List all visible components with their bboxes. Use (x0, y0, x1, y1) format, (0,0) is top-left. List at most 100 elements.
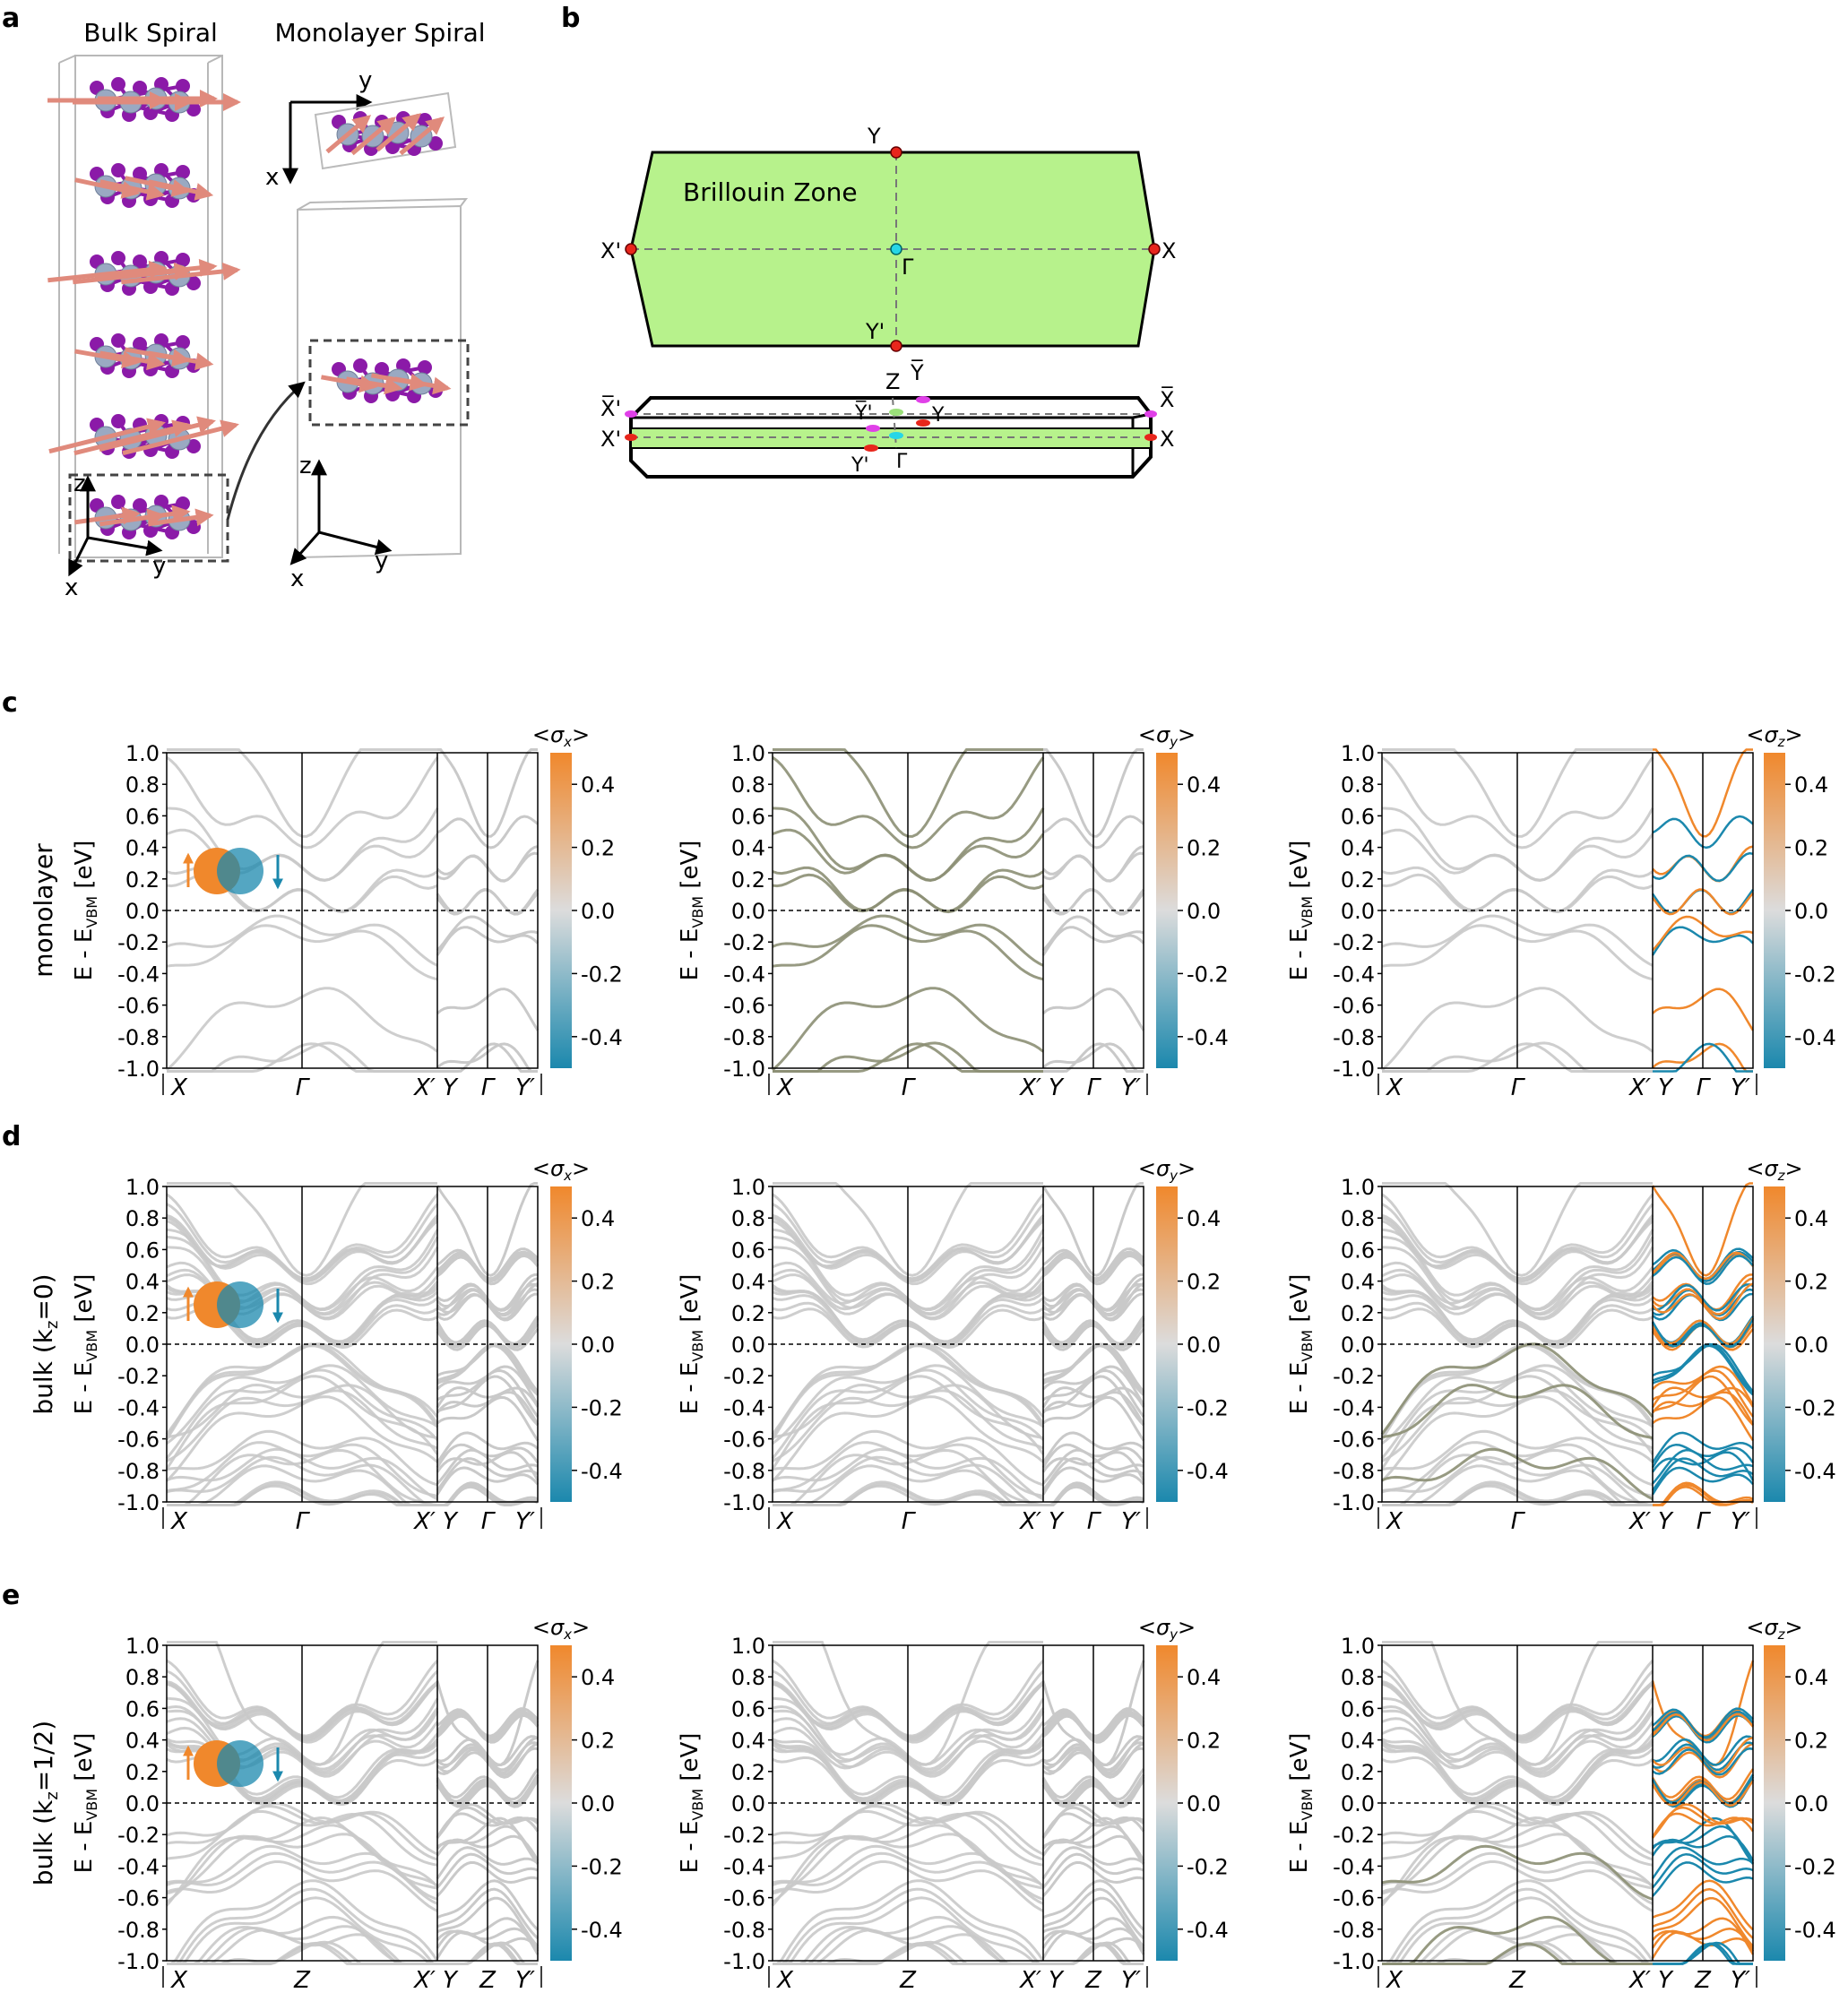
spin-arrow (147, 508, 214, 527)
colorbar-tick-label: 0.2 (1794, 1729, 1828, 1754)
colorbar-title-close: > (1785, 1615, 1803, 1640)
monolayer-cell-layer (321, 358, 452, 403)
x-tick-label: X′ (1628, 1508, 1651, 1535)
bz-point-xp (625, 243, 637, 255)
y-tick-label: 1.0 (125, 741, 160, 766)
y-tick-label: 0.6 (731, 804, 765, 829)
y-tick-label: -0.4 (117, 1395, 160, 1420)
y-tick-label: -0.2 (723, 930, 765, 955)
x-tick-label: X′ (412, 1508, 436, 1535)
colorbar-tick-label: 0.0 (581, 1791, 615, 1816)
iodine-atom (133, 81, 147, 95)
band-plot-e-3: E - EVBM [eV]1.00.80.60.40.20.0-0.2-0.4-… (1286, 1615, 1836, 1993)
y-label-unit: [eV] (1286, 1733, 1313, 1789)
colorbar-tick-label: 0.4 (1187, 1665, 1221, 1690)
x-tick-label: X (1385, 1967, 1403, 1993)
bulk-axes (68, 475, 163, 577)
y-label-unit: [eV] (1286, 1274, 1313, 1330)
x-tick-label: Z (1084, 1967, 1102, 1993)
y-tick-label: -0.4 (117, 962, 160, 987)
colorbar-tick-label: -0.4 (581, 1025, 623, 1050)
y-tick-label: -1.0 (1333, 1057, 1375, 1082)
bulk-layer (74, 163, 214, 208)
y-tick-label: -0.2 (117, 1823, 160, 1848)
colorbar-tick-label: 0.4 (581, 772, 615, 798)
bz-point-x (1148, 243, 1161, 255)
y-tick-label: -0.8 (1333, 1459, 1375, 1484)
x-tick-label: Y (443, 1508, 459, 1535)
x-tick-label: Y′ (515, 1967, 535, 1993)
x-tick-label: X (169, 1967, 188, 1993)
iodine-atom (111, 414, 125, 428)
y-label-unit: [eV] (677, 841, 704, 896)
colorbar-tick-label: 0.4 (581, 1665, 615, 1690)
row-label: monolayer (29, 843, 58, 978)
x-tick-label: Y′ (1731, 1074, 1750, 1101)
y-tick-label: 0.4 (731, 1729, 765, 1754)
y-tick-label: 1.0 (731, 1634, 765, 1659)
y-tick-label: 0.0 (1341, 1333, 1375, 1358)
band-plot-d-1: E - EVBM [eV]1.00.80.60.40.20.0-0.2-0.4-… (71, 1156, 623, 1535)
y-tick-label: 0.4 (1341, 836, 1375, 861)
colorbar-tick-label: -0.2 (1187, 962, 1229, 987)
bulk-spiral-title: Bulk Spiral (83, 18, 218, 47)
y-label-sub: VBM (83, 1330, 100, 1362)
y-tick-label: -0.2 (1333, 1364, 1375, 1389)
y-tick-label: -1.0 (723, 1490, 765, 1515)
y-axis-label: E - EVBM [eV] (1286, 841, 1316, 981)
colorbar-tick-label: 0.4 (1794, 1665, 1828, 1690)
colorbar-tick-label: 0.2 (1187, 1729, 1221, 1754)
y-tick-label: -0.8 (1333, 1025, 1375, 1050)
x-tick-label: X (1385, 1508, 1403, 1535)
colorbar-title-sub: y (1169, 734, 1179, 750)
mono-cell-atoms (321, 358, 452, 403)
spin-down-circle (217, 1281, 263, 1328)
monolayer-unit-cell (297, 197, 469, 559)
colorbar-tick-label: 0.0 (1187, 1333, 1221, 1358)
y-tick-label: -0.2 (117, 930, 160, 955)
y-tick-label: -0.6 (723, 1886, 765, 1911)
y-tick-label: 0.0 (1341, 899, 1375, 924)
x-tick-label: Y (1049, 1508, 1065, 1535)
bz3-label-xbar: X̅ (1160, 386, 1174, 412)
y-tick-label: 0.2 (731, 1301, 765, 1326)
bulk-axis-z: z (73, 470, 86, 497)
panel-letter-d: d (2, 1121, 21, 1152)
y-tick-label: 1.0 (125, 1175, 160, 1200)
y-label-sub: VBM (1299, 1330, 1316, 1362)
colorbar-tick-label: -0.4 (1187, 1918, 1229, 1943)
spin-arrow (73, 419, 191, 456)
colorbar (1156, 1645, 1178, 1961)
panel-letter-a: a (2, 3, 20, 34)
y-tick-label: -0.6 (723, 994, 765, 1019)
colorbar-tick-label: -0.2 (1794, 962, 1836, 987)
y-tick-label: -0.2 (723, 1364, 765, 1389)
y-tick-label: -0.4 (1333, 1395, 1375, 1420)
y-axis-label: E - EVBM [eV] (677, 1733, 706, 1874)
row-label-sub: z (43, 1791, 62, 1799)
y-tick-label: 0.8 (125, 772, 160, 798)
panel-a: a Bulk Spiral Monolayer Spiral z y x y x (2, 3, 486, 601)
x-tick-label: Y (1658, 1967, 1674, 1993)
y-label-main: E - E (1286, 1362, 1313, 1415)
colorbar-tick-label: 0.2 (1187, 836, 1221, 861)
mono-axis-z: z (299, 453, 312, 479)
row-label: bulk (kz=1/2) (29, 1721, 62, 1885)
iodine-atom (176, 496, 190, 511)
y-tick-label: 0.6 (125, 804, 160, 829)
x-tick-label: Z (1508, 1967, 1526, 1993)
x-tick-label: Y′ (1731, 1967, 1750, 1993)
iodine-atom (133, 167, 147, 181)
colorbar-tick-label: -0.4 (1187, 1459, 1229, 1484)
colorbar-title-close: > (1178, 1156, 1196, 1181)
x-tick-label: Γ (902, 1508, 917, 1535)
colorbar-title: <σz> (1746, 1615, 1802, 1643)
colorbar-tick-label: 0.2 (1187, 1270, 1221, 1295)
iodine-atom (375, 362, 389, 376)
colorbar-tick-label: -0.4 (581, 1459, 623, 1484)
iodine-atom (111, 251, 125, 265)
mono-axis-x: x (290, 565, 304, 592)
colorbar-tick-label: 0.0 (1187, 899, 1221, 924)
y-axis-label: E - EVBM [eV] (71, 841, 100, 981)
bz-point-yp (890, 340, 902, 352)
